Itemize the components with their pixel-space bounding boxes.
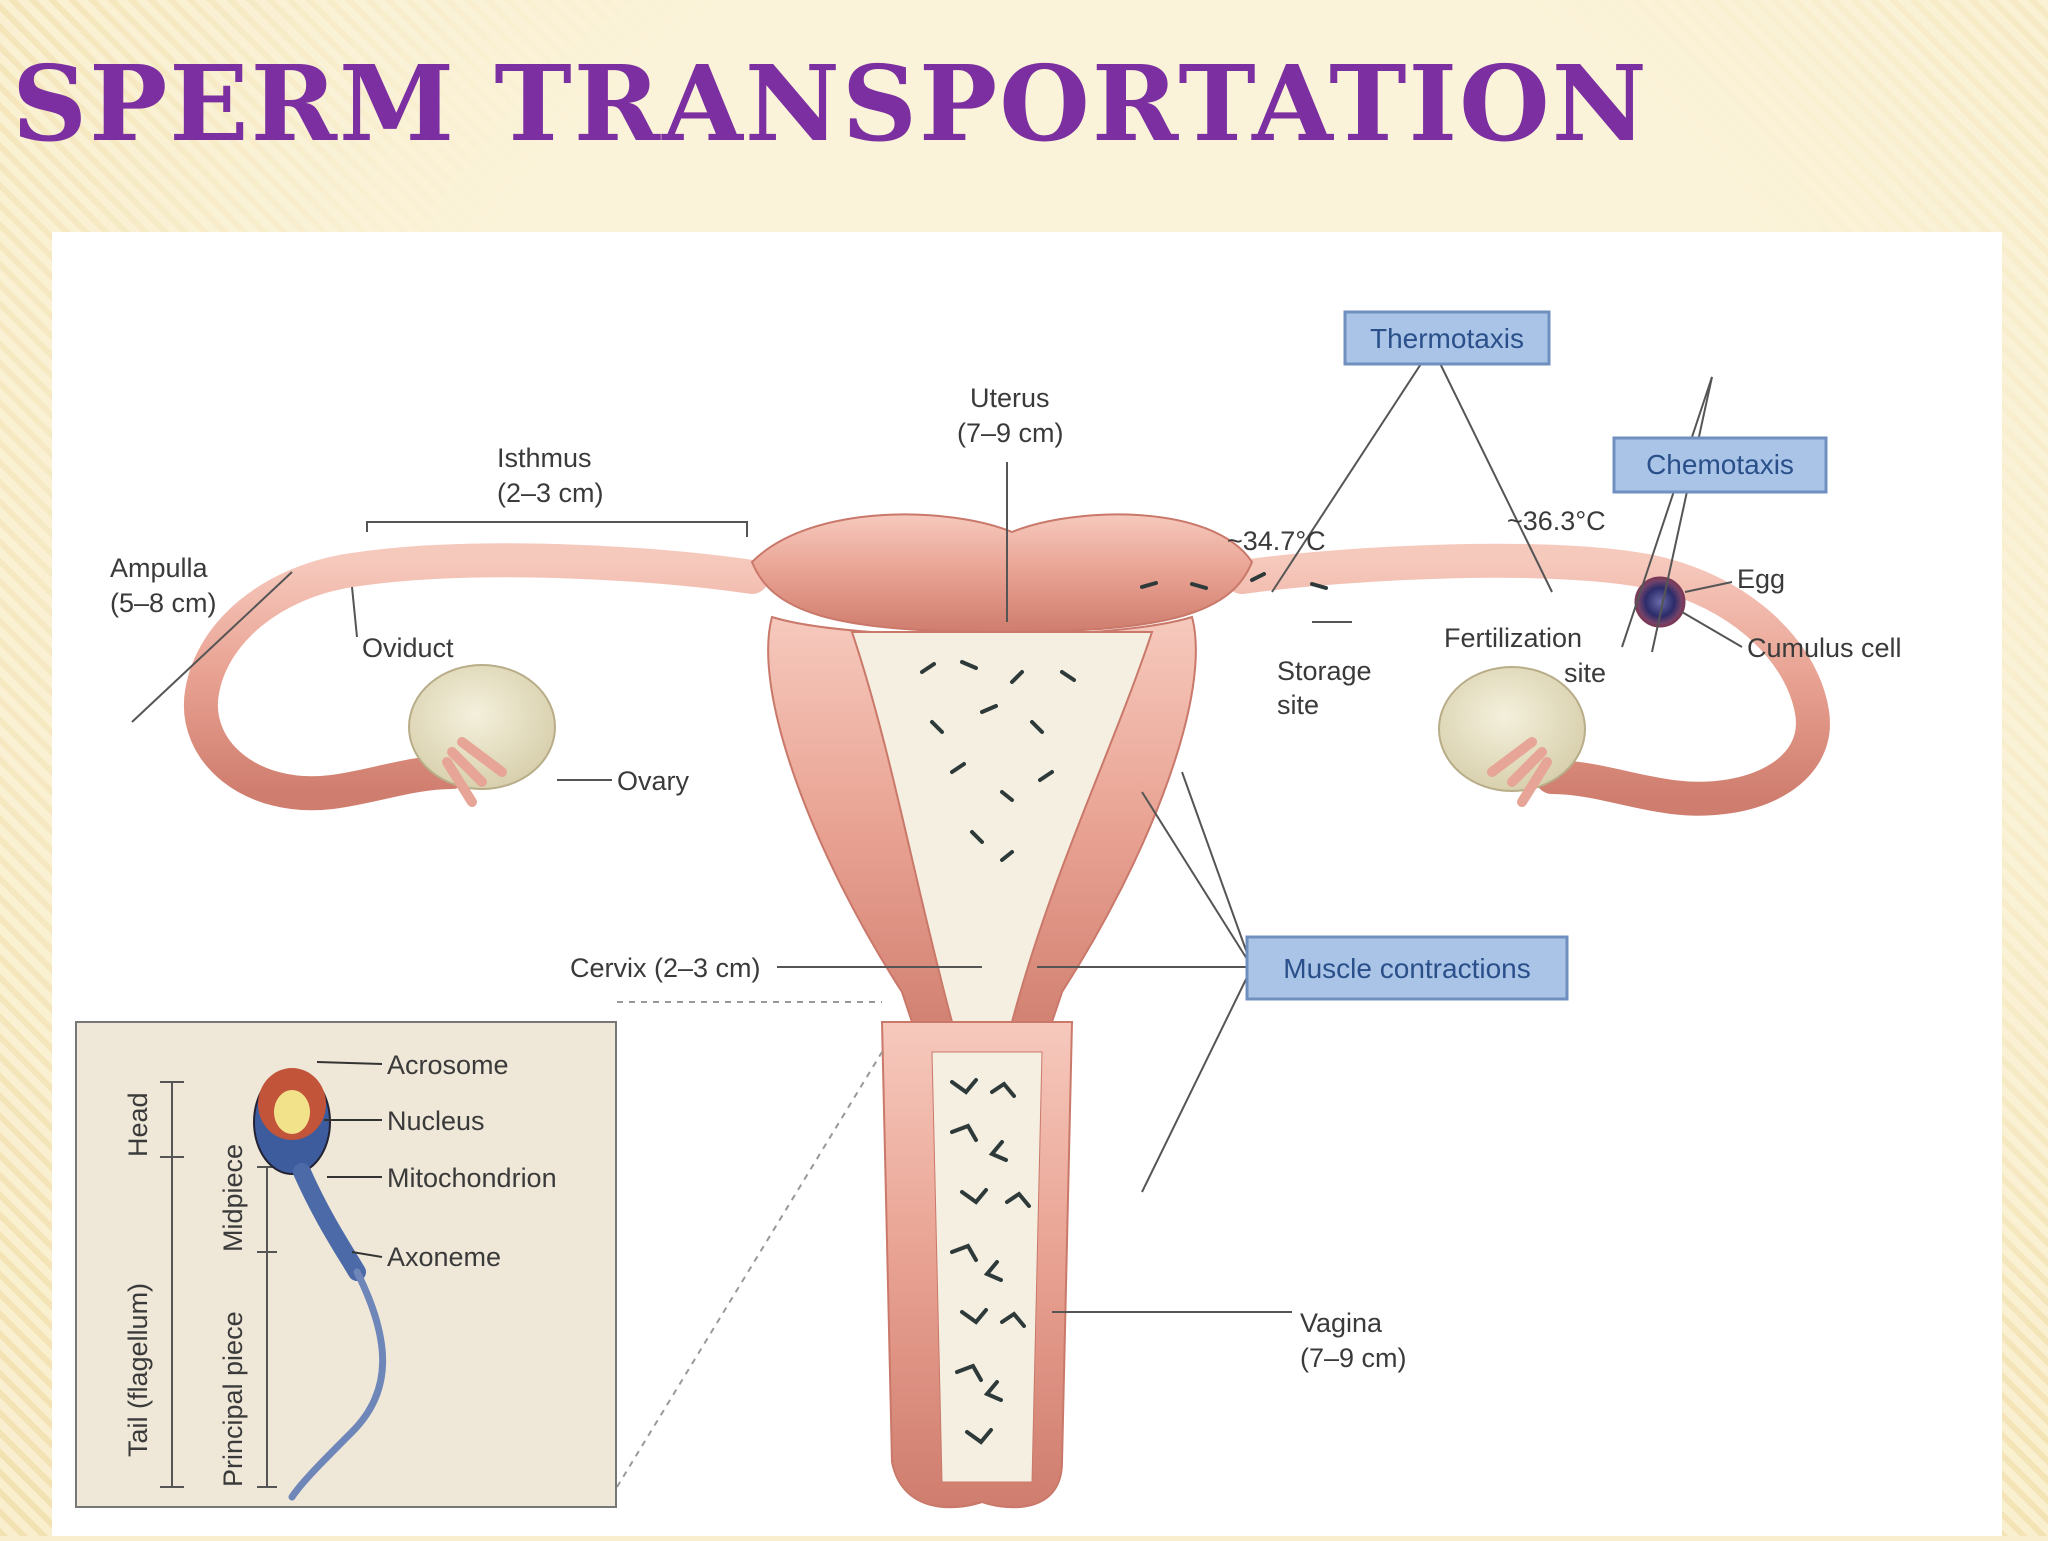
sperm-tail — [288, 1268, 387, 1501]
sperm-midpiece — [293, 1163, 366, 1281]
uterus-label: Uterus — [970, 383, 1050, 413]
nucleus-shape — [274, 1090, 310, 1134]
sperm-cells — [920, 572, 1328, 1445]
thermotaxis-box: Thermotaxis — [1343, 310, 1551, 366]
reproductive-tract-diagram: Uterus (7–9 cm) Isthmus (2–3 cm) Ampulla… — [75, 310, 1902, 1509]
axoneme-label: Axoneme — [387, 1242, 501, 1272]
nucleus-label: Nucleus — [387, 1106, 485, 1136]
isthmus-label: Isthmus — [497, 443, 592, 473]
muscle-contractions-box: Muscle contractions — [1245, 935, 1569, 1001]
slide-title: SPERM TRANSPORTATION — [12, 42, 1649, 165]
right-fimbriae — [1487, 737, 1552, 807]
mitochondrion-label: Mitochondrion — [387, 1163, 557, 1193]
egg-label: Egg — [1737, 564, 1785, 594]
ovary-label: Ovary — [617, 766, 690, 796]
sperm-anatomy-inset: Acrosome Nucleus Mitochondrion Axoneme H… — [75, 1001, 883, 1508]
temp-left-label: ~34.7°C — [1227, 526, 1326, 556]
cumulus-cell-label: Cumulus cell — [1747, 633, 1902, 663]
fertilization-site-label-1: Fertilization — [1444, 623, 1582, 653]
thermotaxis-label: Thermotaxis — [1370, 323, 1524, 354]
leader-lines — [131, 346, 1743, 1313]
left-fimbriae — [442, 737, 507, 807]
uterus-size-label: (7–9 cm) — [957, 418, 1064, 448]
oviduct-label: Oviduct — [362, 633, 454, 663]
muscle-contractions-label: Muscle contractions — [1283, 953, 1530, 984]
left-ovary — [408, 664, 556, 790]
storage-site-label-1: Storage — [1277, 656, 1372, 686]
vagina-label: Vagina — [1300, 1308, 1383, 1338]
ampulla-size-label: (5–8 cm) — [110, 588, 217, 618]
acrosome-label: Acrosome — [387, 1050, 509, 1080]
tail-label: Tail (flagellum) — [123, 1283, 153, 1457]
head-label: Head — [123, 1092, 153, 1157]
isthmus-size-label: (2–3 cm) — [497, 478, 604, 508]
vagina-lumen — [931, 1051, 1043, 1483]
vagina-size-label: (7–9 cm) — [1300, 1343, 1407, 1373]
ampulla-label: Ampulla — [110, 553, 209, 583]
storage-site-label-2: site — [1277, 690, 1319, 720]
midpiece-label: Midpiece — [218, 1144, 248, 1252]
left-oviduct — [183, 543, 769, 811]
uterus-fundus — [750, 513, 1254, 634]
principal-piece-label: Principal piece — [218, 1311, 248, 1487]
chemotaxis-box: Chemotaxis — [1612, 436, 1828, 494]
diagram-panel: Uterus (7–9 cm) Isthmus (2–3 cm) Ampulla… — [52, 232, 2002, 1536]
chemotaxis-label: Chemotaxis — [1646, 449, 1794, 480]
right-oviduct — [1225, 543, 1830, 816]
temp-right-label: ~36.3°C — [1507, 506, 1606, 536]
fertilization-site-label-2: site — [1564, 658, 1606, 688]
cervix-label: Cervix (2–3 cm) — [570, 953, 761, 983]
